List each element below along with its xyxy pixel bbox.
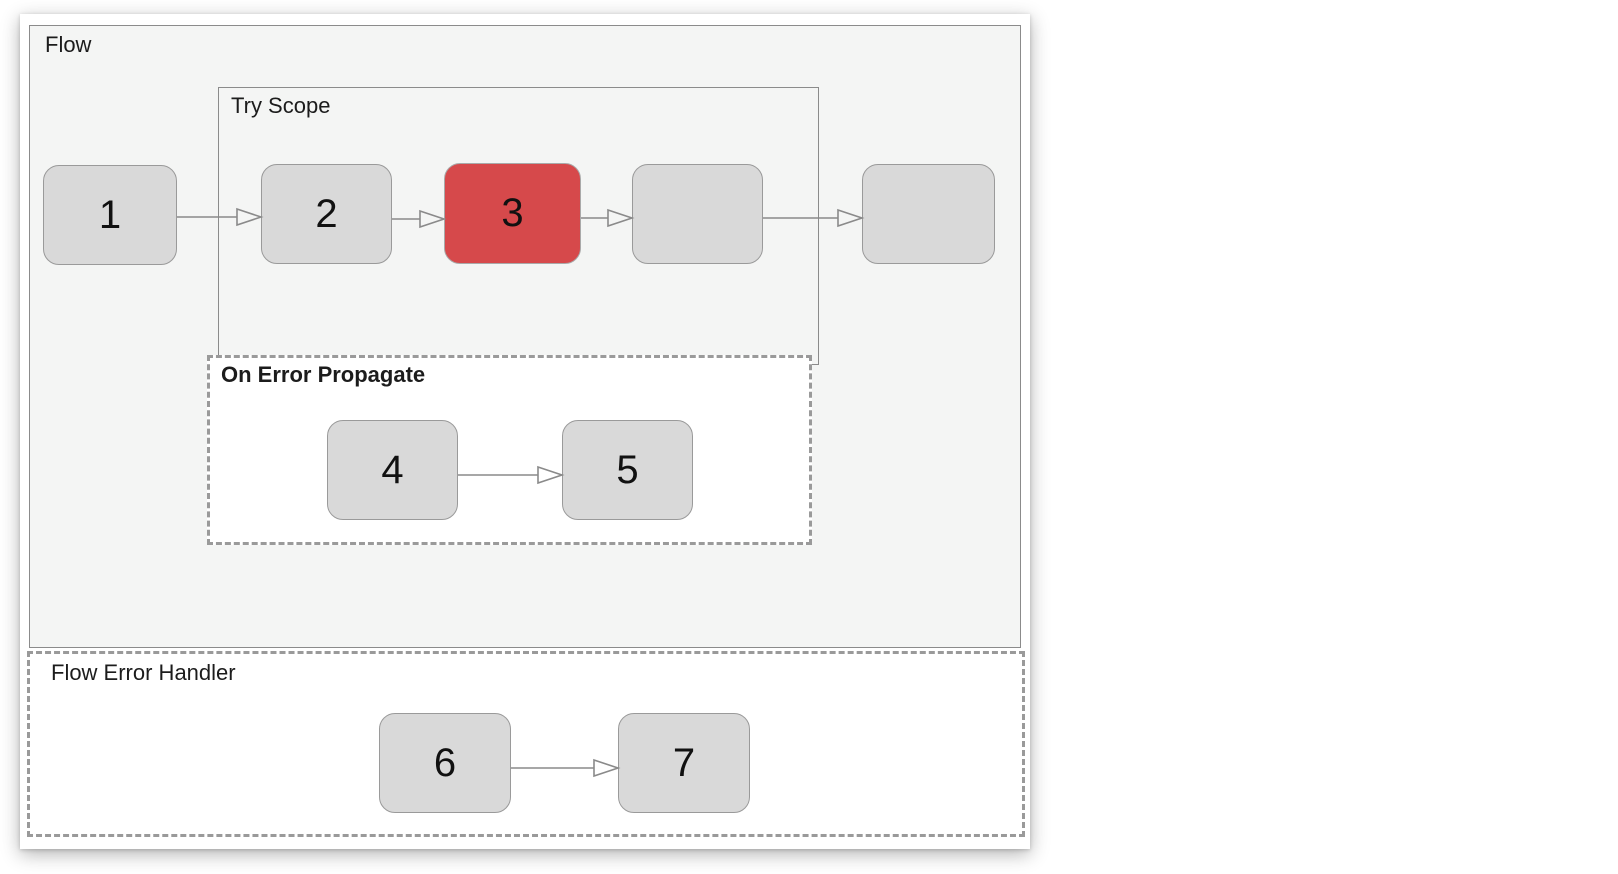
diagram-canvas: Flow Try Scope On Error Propagate Flow E… bbox=[20, 14, 1030, 849]
node-unlabeled-flow bbox=[862, 164, 995, 264]
node-step-3-error: 3 bbox=[444, 163, 581, 264]
node-unlabeled-try bbox=[632, 164, 763, 264]
flow-container: Flow Try Scope bbox=[29, 25, 1021, 648]
node-step-2: 2 bbox=[261, 164, 392, 264]
try-scope-label: Try Scope bbox=[231, 93, 331, 118]
flow-label: Flow bbox=[45, 32, 92, 57]
on-error-propagate-label: On Error Propagate bbox=[221, 362, 426, 387]
on-error-propagate-container: On Error Propagate bbox=[207, 355, 812, 545]
flow-error-handler-container: Flow Error Handler bbox=[27, 651, 1025, 837]
node-step-4: 4 bbox=[327, 420, 458, 520]
node-step-7: 7 bbox=[618, 713, 750, 813]
flow-error-handler-label: Flow Error Handler bbox=[51, 660, 236, 685]
node-step-1: 1 bbox=[43, 165, 177, 265]
node-step-5: 5 bbox=[562, 420, 693, 520]
node-step-6: 6 bbox=[379, 713, 511, 813]
